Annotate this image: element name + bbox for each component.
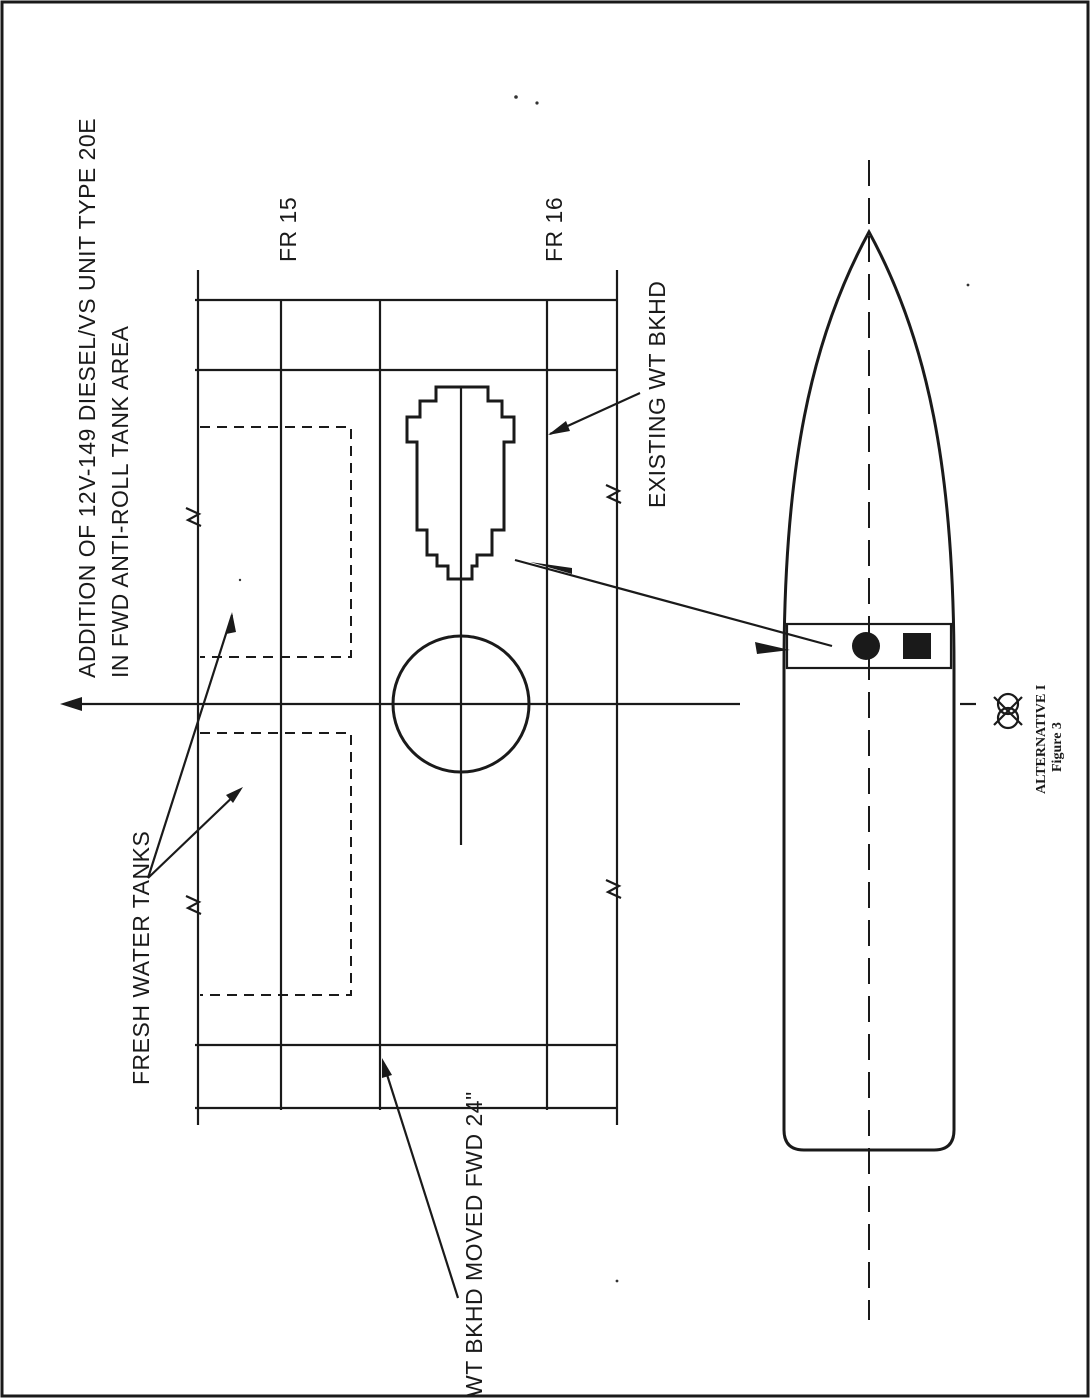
scan-speck: [535, 101, 539, 105]
detail-pointer: [514, 558, 833, 648]
fresh-water-leaders: [146, 612, 243, 879]
plan-view: [60, 270, 740, 1299]
detail-pointer-tail: [530, 562, 572, 574]
leader-line: [146, 614, 234, 879]
engine-marker: [852, 632, 880, 660]
fresh-water-tanks-label: FRESH WATER TANKS: [128, 831, 154, 1085]
title-line-1: ADDITION OF 12V-149 DIESEL/VS UNIT TYPE …: [74, 118, 100, 678]
scan-speck: [966, 283, 970, 287]
alternative-caption: ALTERNATIVE I: [1034, 685, 1049, 794]
vs-unit-marker: [903, 633, 931, 659]
scan-speck: [615, 1279, 619, 1283]
ship-plan: [514, 160, 1023, 1320]
figure-number-caption: Figure 3: [1050, 722, 1065, 772]
fresh-water-tank: [200, 732, 352, 996]
engine-bay: [785, 622, 953, 670]
scan-speck: [514, 95, 518, 99]
leader-line: [147, 789, 241, 879]
moved-bulkhead-leader: [381, 1058, 460, 1299]
existing-bulkhead-label: EXISTING WT BKHD: [644, 281, 670, 508]
detail-pointer-head: [755, 642, 790, 654]
leader-arrowhead: [226, 612, 236, 634]
title-line-2: IN FWD ANTI-ROLL TANK AREA: [107, 325, 133, 678]
leader-arrowhead: [226, 787, 243, 803]
break-symbol: [605, 879, 622, 899]
break-symbol: [605, 484, 622, 504]
frame-16-label: FR 16: [541, 197, 567, 262]
fresh-water-tank: [200, 426, 352, 658]
scan-speck: [238, 578, 242, 582]
ship-hull-outline: [782, 228, 956, 1152]
break-symbol: [185, 507, 202, 527]
centerline-arrowhead: [60, 697, 82, 711]
moved-bulkhead-label: WT BKHD MOVED FWD 24": [461, 1091, 487, 1397]
break-symbol: [185, 895, 202, 915]
frame-15-label: FR 15: [275, 197, 301, 262]
centerline-symbol: [993, 692, 1023, 730]
existing-bulkhead-leader: [548, 391, 641, 436]
